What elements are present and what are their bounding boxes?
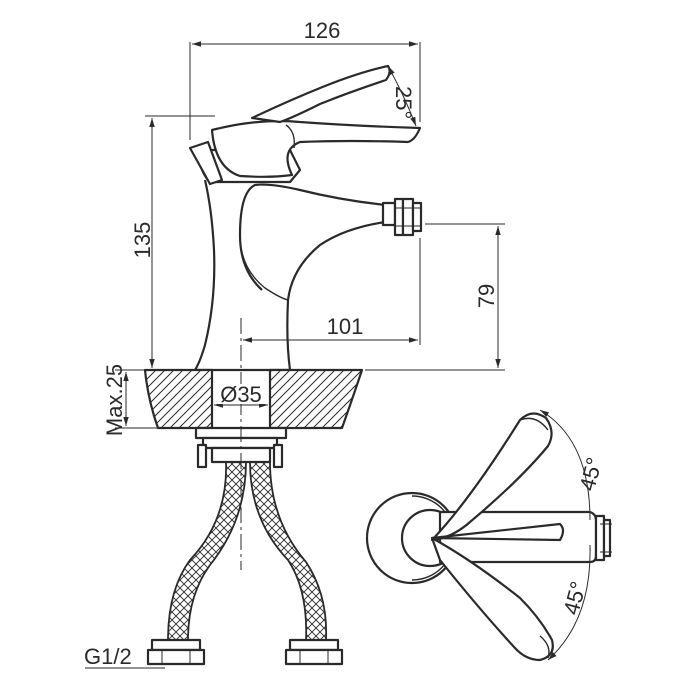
- dim-height-135: 135: [130, 115, 215, 368]
- hatch-line: [310, 370, 362, 428]
- hatch-line: [194, 370, 212, 428]
- handle-lever-raised: [250, 64, 391, 124]
- handle-lever: [210, 119, 422, 178]
- hatch-line: [145, 370, 168, 428]
- dim-label-lever-tilt: 25°: [391, 86, 416, 119]
- hatch-line: [274, 370, 338, 428]
- dim-label-rotation-lower: 45°: [558, 579, 591, 618]
- top-view: 45° 45°: [365, 409, 612, 662]
- hatch-line: [149, 370, 212, 428]
- hatch-line: [270, 370, 302, 428]
- spray-nozzle: [381, 197, 423, 237]
- hatch-line: [319, 370, 362, 428]
- hatch-line: [301, 370, 362, 428]
- hatch-line: [158, 370, 212, 428]
- dim-label-width: 126: [304, 18, 341, 43]
- hatch-line: [145, 370, 195, 428]
- dim-label-connection: G1/2: [84, 644, 132, 669]
- hatch-line: [283, 370, 347, 428]
- dim-label-rotation-upper: 45°: [574, 455, 607, 494]
- hatch-line: [270, 370, 311, 428]
- hatch-line: [145, 370, 186, 428]
- dim-deck-max-25: Max.25: [102, 364, 160, 436]
- hatch-line: [270, 370, 284, 428]
- hatch-line: [167, 370, 212, 428]
- dim-angle-25: 25°: [387, 65, 417, 127]
- hatch-line: [365, 368, 427, 430]
- flexible-hoses: [146, 461, 344, 666]
- hatch-line: [145, 370, 159, 428]
- hatch-line: [292, 370, 356, 428]
- dim-label-spout-height: 79: [474, 284, 499, 308]
- hatch-line: [270, 370, 293, 428]
- lever-center: [430, 522, 565, 542]
- dim-connection: G1/2: [84, 644, 165, 669]
- hatch-line: [270, 370, 329, 428]
- dim-width-126: 126: [189, 18, 421, 140]
- hatch-line: [374, 368, 436, 430]
- hatch-line: [355, 370, 362, 428]
- dim-label-deck: Max.25: [102, 364, 127, 436]
- dim-label-reach: 101: [327, 314, 364, 339]
- hatch-line: [185, 370, 212, 428]
- hatch-line: [383, 368, 445, 430]
- faucet-body: [193, 179, 387, 372]
- dim-hole-35: Ø35: [214, 382, 268, 408]
- deck-section: [143, 368, 445, 430]
- hatch-line: [145, 370, 177, 428]
- dim-reach-101: 101: [243, 238, 421, 345]
- dim-label-height: 135: [130, 222, 155, 259]
- dim-label-hole: Ø35: [220, 382, 262, 407]
- dim-height-79: 79: [365, 223, 505, 371]
- hatch-line: [176, 370, 212, 428]
- hatch-line: [270, 370, 320, 428]
- side-view: 126 25° 135 79 101 Ø: [84, 18, 505, 669]
- lever-upper: [430, 412, 553, 542]
